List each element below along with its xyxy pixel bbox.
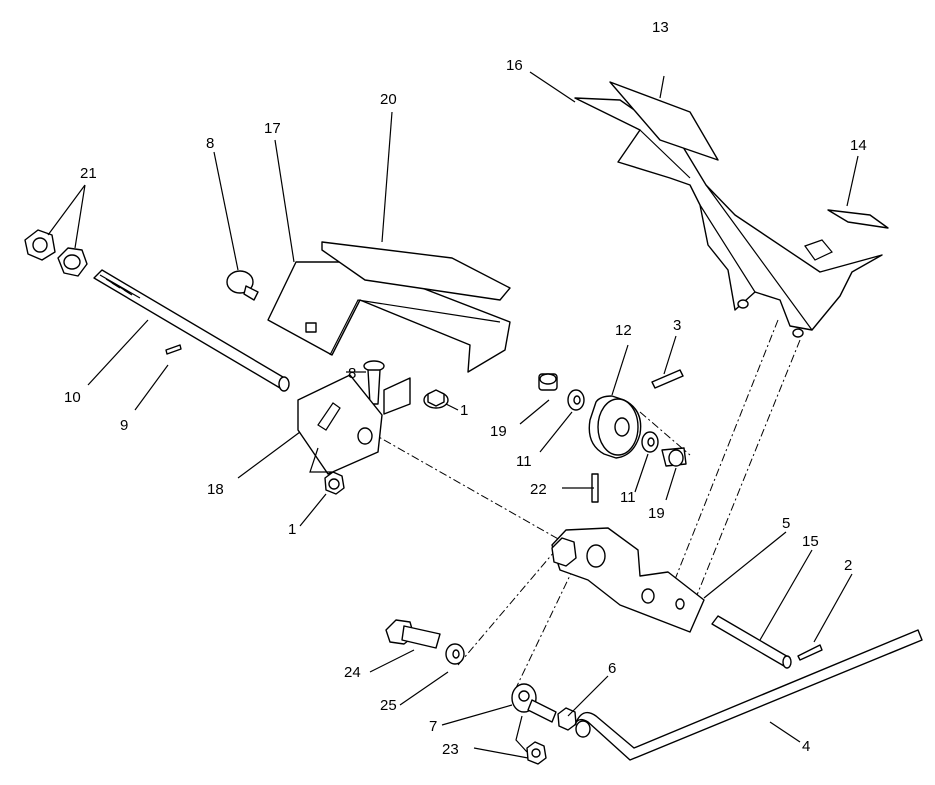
callout-11-right: 11 [620,489,636,506]
callout-10: 10 [64,389,81,406]
callout-1-lower: 1 [288,521,296,538]
carriage-bolt-8-upper [226,270,259,301]
washer-11-left [567,389,585,411]
callout-16: 16 [506,57,523,74]
callout-19-left: 19 [490,423,507,440]
cotter-pin-22 [591,473,599,503]
nut-21-hex [57,247,88,277]
callout-1-upper: 1 [460,402,468,419]
pedal-bracket-17 [267,261,511,373]
nut-23 [526,741,547,765]
nut-21-flange [24,229,56,261]
shaft-15 [711,615,792,669]
callout-19-right: 19 [648,505,665,522]
washer-11-right [641,431,659,453]
callout-3: 3 [673,317,681,334]
callout-labels: 21 8 17 20 13 16 14 12 3 8 1 10 9 19 11 … [64,19,867,758]
washer-25 [445,643,465,665]
flange-nut-1-upper [423,389,449,409]
rod-10 [93,269,290,392]
pin-9 [165,344,182,355]
callout-9: 9 [120,417,128,434]
callout-14: 14 [850,137,867,154]
pedal-pad-13 [609,81,719,161]
callout-15: 15 [802,533,819,550]
callout-17: 17 [264,120,281,137]
callout-25: 25 [380,697,397,714]
callout-23: 23 [442,741,459,758]
callout-24: 24 [344,664,361,681]
bolt-24 [385,619,441,649]
roller-12 [588,395,642,459]
callout-18: 18 [207,481,224,498]
callout-4: 4 [802,738,810,755]
pin-3 [651,369,684,389]
callout-11-left: 11 [516,453,532,470]
pedal-pad-14 [827,209,889,229]
callout-8-upper: 8 [206,135,214,152]
callout-8-lower: 8 [348,365,356,382]
bushing-19-left [538,373,558,391]
slotted-bracket-18 [297,374,383,475]
callout-6: 6 [608,660,616,677]
ball-joint-7 [511,683,557,723]
callout-2: 2 [844,557,852,574]
bushing-19-right [661,447,687,467]
carriage-bolt-8-lower [363,360,411,415]
control-rod-4 [574,629,923,761]
callout-5: 5 [782,515,790,532]
clip-2 [797,644,823,661]
pedal-arm-16 [574,97,883,338]
callout-12: 12 [615,322,632,339]
pedal-pad-20 [321,241,511,301]
pivot-bracket-5 [551,527,705,633]
leader-lines [47,71,859,759]
callout-13: 13 [652,19,669,36]
callout-22: 22 [530,481,547,498]
callout-21: 21 [80,165,97,182]
callout-20: 20 [380,91,397,108]
flange-nut-1-lower [324,471,345,495]
callout-7: 7 [429,718,437,735]
